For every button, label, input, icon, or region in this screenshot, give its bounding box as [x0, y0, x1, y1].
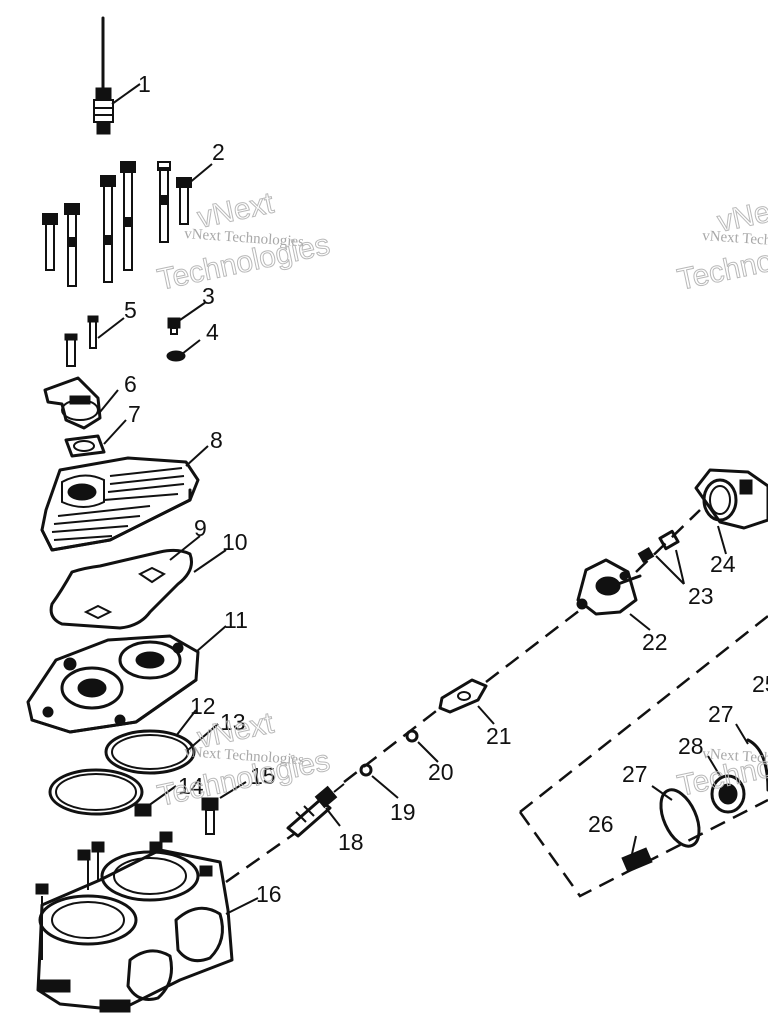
callout-14: 14 [178, 773, 204, 799]
part-5-screws [64, 315, 99, 367]
part-1-sensor [93, 16, 114, 135]
callout-24: 24 [710, 551, 736, 577]
part-24-cap [694, 468, 768, 530]
callout-27-lower: 27 [622, 761, 648, 787]
part-4-washer [166, 350, 186, 362]
part-14-o-ring [48, 768, 144, 816]
callout-20: 20 [428, 759, 454, 785]
callout-4: 4 [206, 319, 219, 345]
callout-13: 13 [220, 709, 246, 735]
callout-2: 2 [212, 139, 225, 165]
part-6-thermostat-housing [43, 376, 102, 430]
callout-5: 5 [124, 297, 137, 323]
part-7-thermostat-gasket [64, 434, 106, 458]
callout-19: 19 [390, 799, 416, 825]
callout-21: 21 [486, 723, 512, 749]
callout-9: 9 [194, 515, 207, 541]
callout-26: 26 [588, 811, 614, 837]
part-3-bolt [167, 317, 181, 335]
callout-10: 10 [222, 529, 248, 555]
callout-27-upper: 27 [708, 701, 734, 727]
watermark-upper-left: vNext vNext Technologies Technologies [154, 186, 333, 297]
callout-6: 6 [124, 371, 137, 397]
callout-28: 28 [678, 733, 704, 759]
callout-16: 16 [256, 881, 282, 907]
callout-25: 25 [752, 671, 768, 697]
callout-18: 18 [338, 829, 364, 855]
part-8-head-cover [40, 456, 200, 552]
callout-22: 22 [642, 629, 668, 655]
part-15-nuts [134, 797, 219, 835]
callout-3: 3 [202, 283, 215, 309]
callout-7: 7 [128, 401, 141, 427]
part-11-cylinder-head [26, 634, 200, 734]
part-22-housing [576, 558, 642, 616]
part-26-screw [621, 847, 653, 873]
leader-lines [97, 83, 749, 915]
callout-15: 15 [250, 763, 276, 789]
callout-labels: 1 2 3 4 5 6 7 8 9 10 11 12 13 14 15 16 1… [124, 71, 768, 907]
part-16-cylinder-block [35, 831, 234, 1013]
callout-11: 11 [224, 607, 248, 633]
part-2-head-bolts [42, 161, 192, 287]
watermark-upper-right: vNext vNext Technologies Technologies [674, 190, 768, 297]
part-23-fittings [637, 529, 680, 564]
part-12-13-o-ring [104, 729, 196, 775]
callout-1: 1 [138, 71, 151, 97]
assembly-centerlines [225, 509, 768, 898]
callout-8: 8 [210, 427, 223, 453]
part-18-sensor [286, 783, 345, 838]
part-28-seal [710, 774, 746, 814]
callout-12: 12 [190, 693, 216, 719]
part-9-10-head-gasket [49, 548, 193, 630]
part-21-gasket [438, 678, 488, 714]
watermark-lower-left: vNext vNext Technologies Technologies [154, 706, 333, 813]
callout-23: 23 [688, 583, 714, 609]
part-27-clamp-lower [659, 788, 701, 848]
